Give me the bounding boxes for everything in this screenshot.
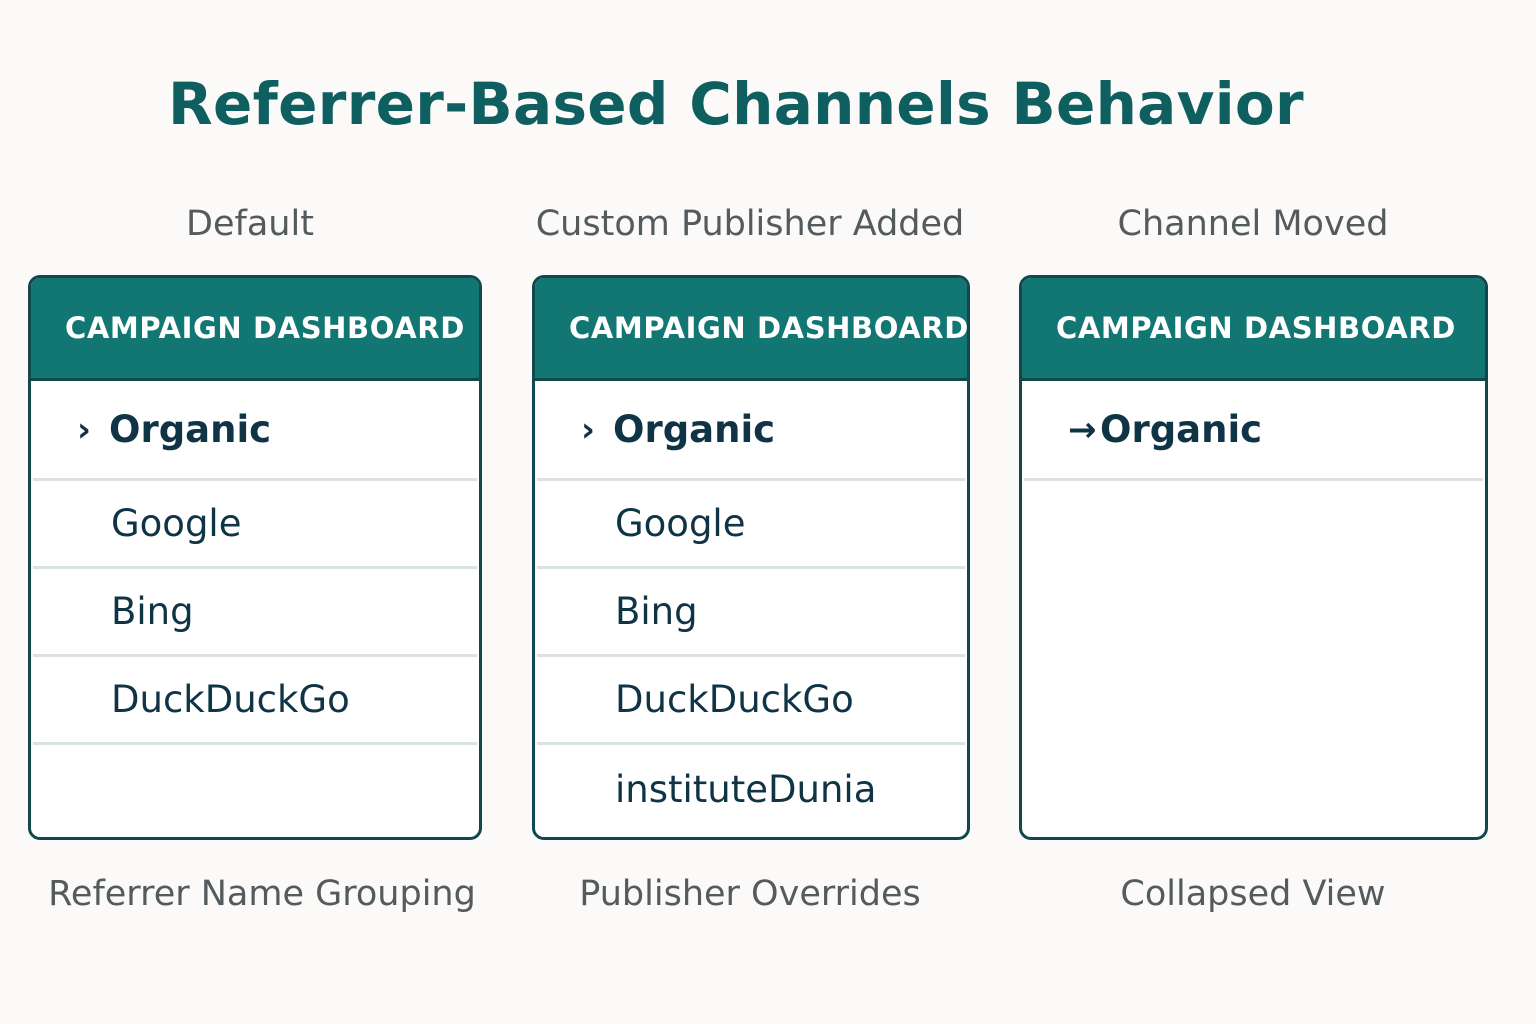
publisher-row[interactable]: DuckDuckGo: [33, 657, 477, 745]
channel-label: Organic: [109, 408, 272, 451]
channel-row-organic[interactable]: › Organic: [33, 381, 477, 481]
panel-caption-default: Referrer Name Grouping: [48, 874, 476, 914]
publisher-label: Bing: [615, 590, 698, 633]
channel-label: Organic: [1100, 408, 1263, 451]
page-title: Referrer-Based Channels Behavior: [168, 70, 1304, 138]
publisher-label: instituteDunia: [615, 767, 877, 811]
publisher-label: DuckDuckGo: [615, 678, 854, 721]
card-header: CAMPAIGN DASHBOARD: [31, 278, 479, 381]
publisher-row[interactable]: Bing: [537, 569, 965, 657]
channel-row-organic[interactable]: → Organic: [1024, 381, 1483, 481]
panel-heading-custom-publisher: Custom Publisher Added: [535, 204, 965, 244]
card-header: CAMPAIGN DASHBOARD: [1022, 278, 1485, 381]
card-header-title: CAMPAIGN DASHBOARD: [569, 311, 969, 345]
card-header-title: CAMPAIGN DASHBOARD: [65, 311, 465, 345]
panel-heading-channel-moved: Channel Moved: [1117, 204, 1389, 244]
publisher-row[interactable]: Bing: [33, 569, 477, 657]
channel-row-organic[interactable]: › Organic: [537, 381, 965, 481]
panel-caption-channel-moved: Collapsed View: [1120, 874, 1386, 914]
card-header-title: CAMPAIGN DASHBOARD: [1056, 311, 1456, 345]
panel-heading-default: Default: [186, 204, 314, 244]
publisher-label: DuckDuckGo: [111, 678, 350, 721]
chevron-right-icon[interactable]: ›: [581, 409, 596, 450]
channel-label: Organic: [613, 408, 776, 451]
card-header: CAMPAIGN DASHBOARD: [535, 278, 967, 381]
campaign-dashboard-card-custom-publisher: CAMPAIGN DASHBOARD › Organic Google Bing…: [532, 275, 970, 840]
campaign-dashboard-card-default: CAMPAIGN DASHBOARD › Organic Google Bing…: [28, 275, 482, 840]
publisher-row[interactable]: DuckDuckGo: [537, 657, 965, 745]
publisher-label: Google: [615, 502, 746, 545]
publisher-row[interactable]: Google: [33, 481, 477, 569]
publisher-row-custom[interactable]: instituteDunia: [537, 745, 965, 833]
campaign-dashboard-card-channel-moved: CAMPAIGN DASHBOARD → Organic: [1019, 275, 1488, 840]
publisher-row[interactable]: Google: [537, 481, 965, 569]
panel-caption-custom-publisher: Publisher Overrides: [579, 874, 921, 914]
publisher-label: Google: [111, 502, 242, 545]
arrow-right-icon[interactable]: →: [1068, 409, 1097, 450]
publisher-label: Bing: [111, 590, 194, 633]
chevron-right-icon[interactable]: ›: [77, 409, 92, 450]
